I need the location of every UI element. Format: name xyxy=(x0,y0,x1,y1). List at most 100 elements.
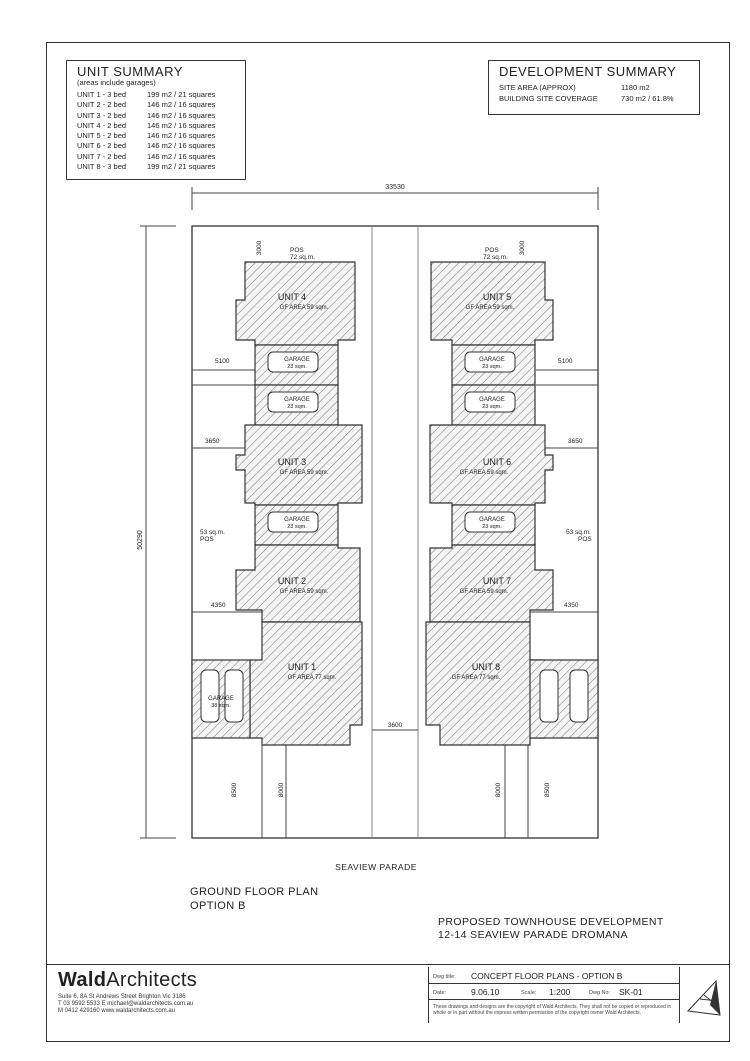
setback-4350-left: 4350 xyxy=(211,602,226,609)
pos-side-area-right: 53 sq.m. xyxy=(566,529,591,536)
dwg-no-value: SK-01 xyxy=(619,987,643,997)
date-value: 9.06.10 xyxy=(471,987,500,997)
drawing-title-line1: GROUND FLOOR PLAN xyxy=(190,886,319,898)
unit-name: UNIT 8 - 3 bed xyxy=(77,162,127,172)
pos-area-right: 72 sq.m. xyxy=(483,254,508,261)
car-icon xyxy=(569,669,589,723)
double-garage-area: 38 sqm. xyxy=(211,703,231,709)
car-icon xyxy=(464,511,516,533)
title-block: WaldArchitects Suite 6, 8A St Andrews St… xyxy=(46,964,730,1027)
unit-8-footprint xyxy=(425,621,546,746)
garage-area: 23 sqm. xyxy=(482,364,502,370)
unit-6-area: GF AREA 59 sqm. xyxy=(460,470,509,476)
site-area-label: SITE AREA (APPROX) xyxy=(499,83,576,92)
unit-8-label: UNIT 8 xyxy=(472,662,500,672)
unit-area: 146 m2 / 16 squares xyxy=(147,120,216,130)
unit-8-area: GF AREA 77 sqm. xyxy=(452,675,501,681)
firm-address: Suite 6, 8A St Andrews Street Brighton V… xyxy=(58,994,186,1000)
unit-name: UNIT 6 - 2 bed xyxy=(77,141,127,151)
setback-4350-right: 4350 xyxy=(564,602,579,609)
unit-name: UNIT 5 - 2 bed xyxy=(77,131,127,141)
car-icon xyxy=(267,511,319,533)
dwg-no-label: Dwg No: xyxy=(589,990,611,996)
setback-5100-right: 5100 xyxy=(558,358,573,365)
setback-top-left: 3000 xyxy=(256,240,263,255)
pos-label-left: POS xyxy=(290,247,304,254)
unit-area: 199 m2 / 21 squares xyxy=(147,90,216,99)
unit-2-label: UNIT 2 xyxy=(278,576,306,586)
setback-front-right-outer: 8500 xyxy=(544,782,551,797)
unit-5-label: UNIT 5 xyxy=(483,292,511,302)
unit-1-area: GF AREA 77 sqm. xyxy=(288,675,337,681)
unit-area: 146 m2 / 16 squares xyxy=(147,131,216,141)
unit-area: 146 m2 / 16 squares xyxy=(147,100,216,110)
setback-front-left-outer: 8500 xyxy=(231,782,238,797)
title-block-fields: Dwg title: CONCEPT FLOOR PLANS - OPTION … xyxy=(428,967,731,1023)
dwg-title-label: Dwg title: xyxy=(433,974,456,980)
unit-summary-box: UNIT SUMMARY (areas include garages) UNI… xyxy=(66,60,246,180)
drawing-title-line2: OPTION B xyxy=(190,900,246,912)
firm-name-b: Architects xyxy=(106,969,198,991)
divider xyxy=(429,999,679,1000)
unit-7-label: UNIT 7 xyxy=(483,576,511,586)
pos-label-right: POS xyxy=(485,247,499,254)
car-icon xyxy=(200,669,220,723)
pos-area-left: 72 sq.m. xyxy=(290,254,315,261)
dwg-title-value: CONCEPT FLOOR PLANS - OPTION B xyxy=(471,971,623,981)
garage-area: 23 sqm. xyxy=(482,404,502,410)
car-icon xyxy=(224,669,244,723)
garage-label: GARAGE xyxy=(284,397,310,403)
unit-6-label: UNIT 6 xyxy=(483,457,511,467)
unit-name: UNIT 4 - 2 bed xyxy=(77,120,127,130)
unit-name: UNIT 1 - 3 bed xyxy=(77,90,127,99)
garage-area: 23 sqm. xyxy=(287,364,307,370)
setback-front-left-inner: 8000 xyxy=(278,782,285,797)
project-title-line1: PROPOSED TOWNHOUSE DEVELOPMENT xyxy=(438,916,664,928)
unit-summary-row: UNIT 4 - 2 bed 146 m2 / 16 squares xyxy=(77,121,215,131)
unit-area: 146 m2 / 16 squares xyxy=(147,141,216,151)
unit-5-area: GF AREA 59 sqm. xyxy=(466,305,515,311)
car-icon xyxy=(267,351,319,373)
development-summary-title: DEVELOPMENT SUMMARY xyxy=(499,64,677,79)
firm-contact: T 03 9592 5533 E michael@waldarchitects.… xyxy=(58,1001,194,1007)
pos-side-label-left: POS xyxy=(200,536,214,543)
date-label: Date: xyxy=(433,990,447,996)
car-icon xyxy=(464,391,516,413)
scale-label: Scale: xyxy=(521,990,537,996)
scale-value: 1:200 xyxy=(549,987,571,997)
garage-label: GARAGE xyxy=(479,397,505,403)
unit-summary-row: UNIT 5 - 2 bed 146 m2 / 16 squares xyxy=(77,131,215,141)
drawing-sheet-border xyxy=(46,42,730,1042)
overall-width-label: 33530 xyxy=(385,184,405,191)
unit-name: UNIT 7 - 2 bed xyxy=(77,151,127,161)
unit-7-area: GF AREA 59 sqm. xyxy=(460,589,509,595)
car-icon xyxy=(464,351,516,373)
garage-area: 23 sqm. xyxy=(287,524,307,530)
unit-summary-row: UNIT 7 - 2 bed 146 m2 / 16 squares xyxy=(77,152,215,162)
firm-web: M 0412 429160 www.waldarchitects.com.au xyxy=(58,1008,176,1014)
firm-logo: WaldArchitects xyxy=(58,969,197,992)
north-point-icon xyxy=(679,967,732,1023)
divider xyxy=(429,983,679,984)
unit-summary-row: UNIT 6 - 2 bed 146 m2 / 16 squares xyxy=(77,141,215,151)
setback-3650-right: 3650 xyxy=(568,438,583,445)
unit-name: UNIT 3 - 2 bed xyxy=(77,110,127,120)
unit-1-label: UNIT 1 xyxy=(288,662,316,672)
setback-5100-left: 5100 xyxy=(215,358,230,365)
unit-area: 146 m2 / 16 squares xyxy=(147,151,216,161)
project-title-line2: 12-14 SEAVIEW PARADE DROMANA xyxy=(438,929,628,941)
street-name: SEAVIEW PARADE xyxy=(335,862,417,872)
car-icon xyxy=(267,391,319,413)
firm-name-a: Wald xyxy=(58,969,107,991)
pos-side-label-right: POS xyxy=(578,536,592,543)
coverage-value: 730 m2 / 61.8% xyxy=(621,94,674,103)
unit-6-footprint xyxy=(429,424,554,506)
unit-4-label: UNIT 4 xyxy=(278,292,306,302)
unit-4-footprint xyxy=(235,261,356,346)
unit-5-footprint xyxy=(430,261,554,346)
unit-3-label: UNIT 3 xyxy=(278,457,306,467)
